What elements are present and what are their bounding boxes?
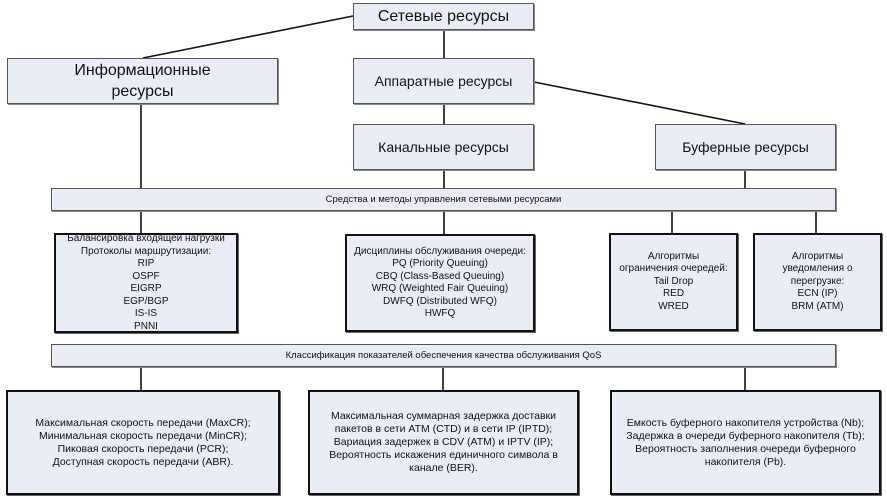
qos-line: Доступная скорость передачи (ABR).	[52, 455, 234, 468]
info-resources-label: Информационные ресурсы	[74, 62, 211, 100]
channel-resources-label: Канальные ресурсы	[378, 138, 509, 155]
method-box-routing: Балансировка входящей нагрузки Протоколы…	[54, 233, 238, 333]
qos-line: накопителя (Pb).	[704, 455, 787, 468]
qos-line: канале (BER).	[409, 462, 478, 474]
hardware-resources-node: Аппаратные ресурсы	[353, 58, 534, 104]
method-line: EIGRP	[130, 283, 162, 294]
qos-bar-label: Классификация показателей обеспечения ка…	[285, 350, 602, 361]
method-line: HWFQ	[424, 308, 456, 319]
method-line: PQ (Priority Queuing)	[392, 258, 488, 269]
qos-box-buffer: Емкость буферного накопителя устройства …	[610, 390, 881, 495]
method-box-queuing: Дисциплины обслуживания очереди: PQ (Pri…	[345, 234, 535, 332]
method-line: Дисциплины обслуживания очереди:	[354, 245, 526, 257]
qos-line: Минимальная скорость передачи (MinCR);	[38, 429, 248, 442]
management-bar-label: Средства и методы управления сетевыми ре…	[325, 194, 562, 205]
qos-line: Пиковая скорость передачи (PCR);	[57, 442, 229, 455]
method-line: WRQ (Weighted Fair Queuing)	[371, 283, 509, 294]
connector	[533, 81, 746, 125]
method-line: RIP	[137, 258, 155, 269]
root-label: Сетевые ресурсы	[377, 8, 510, 25]
qos-bar: Классификация показателей обеспечения ка…	[51, 344, 836, 367]
method-line: BRM (ATM)	[791, 300, 844, 312]
buffer-resources-label: Буферные ресурсы	[682, 138, 809, 155]
method-line: CBQ (Class-Based Queuing)	[375, 270, 505, 282]
root-node: Сетевые ресурсы	[353, 3, 534, 30]
method-line: Протоколы маршрутизации:	[80, 245, 212, 257]
method-line: EGP/BGP	[123, 295, 169, 307]
qos-line: Максимальная суммарная задержка доставки	[330, 410, 557, 422]
method-line: уведомления о	[782, 263, 853, 275]
method-line: Алгоритмы	[647, 250, 700, 262]
qos-line: Вариация задержек в CDV (ATM) и IPTV (IP…	[333, 436, 554, 448]
qos-box-rates: Максимальная скорость передачи (MaxCR); …	[6, 390, 280, 495]
method-line: IS-IS	[134, 308, 158, 319]
method-line: ECN (IP)	[797, 288, 838, 300]
method-line: Tail Drop	[653, 275, 694, 287]
connector	[142, 15, 354, 59]
hardware-resources-label: Аппаратные ресурсы	[374, 72, 513, 89]
method-line: DWFQ (Distributed WFQ)	[383, 295, 497, 307]
qos-line: Максимальная скорость передачи (MaxCR);	[35, 416, 251, 429]
qos-box-delays: Максимальная суммарная задержка доставки…	[308, 390, 579, 495]
method-line: Алгоритмы	[791, 250, 844, 262]
qos-line: Вероятность заполнения очереди буферного	[635, 442, 856, 455]
method-box-congestion: Алгоритмы уведомления о перегрузке: ECN …	[753, 233, 882, 331]
method-line: OSPF	[132, 270, 160, 282]
method-line: RED	[662, 288, 685, 300]
method-line: ограничения очередей:	[619, 263, 728, 275]
method-box-queue-limits: Алгоритмы ограничения очередей: Tail Dro…	[609, 233, 738, 331]
qos-line: Емкость буферного накопителя устройства …	[626, 416, 865, 429]
qos-line: Задержка в очереди буферного накопителя …	[626, 429, 865, 442]
method-line: PNNI	[134, 320, 158, 332]
buffer-resources-node: Буферные ресурсы	[655, 124, 836, 170]
info-resources-node: Информационные ресурсы	[7, 58, 278, 104]
qos-line: Вероятность искажения единичного символа…	[329, 449, 558, 461]
method-line: Балансировка входящей нагрузки	[67, 233, 225, 244]
method-line: WRED	[658, 300, 689, 312]
channel-resources-node: Канальные ресурсы	[353, 124, 534, 170]
qos-line: пакетов в сети ATM (CTD) и в сети IP (IP…	[334, 423, 553, 435]
method-line: перегрузке:	[790, 275, 845, 287]
management-bar: Средства и методы управления сетевыми ре…	[51, 188, 836, 211]
